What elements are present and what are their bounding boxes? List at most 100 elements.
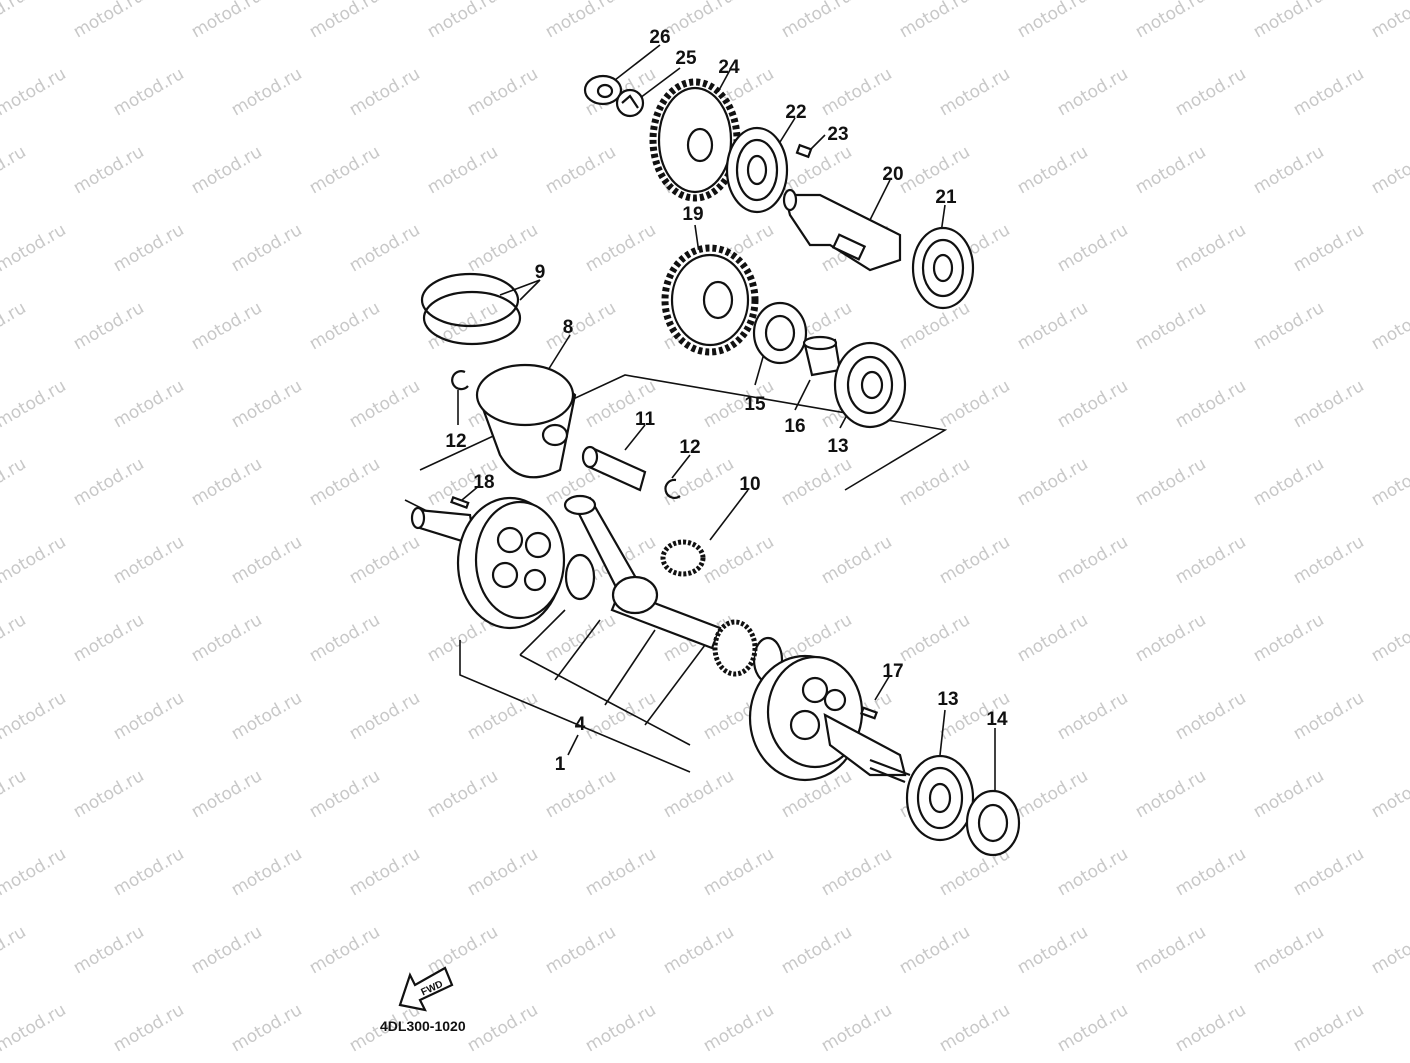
watermark-text: motod.ru (1290, 376, 1368, 432)
watermark-text: motod.ru (188, 610, 266, 666)
watermark-text: motod.ru (582, 844, 660, 900)
part-label-24: 24 (718, 57, 740, 78)
part-label-16: 16 (784, 416, 805, 437)
part-10-needle-bearing (660, 539, 706, 577)
watermark-text: motod.ru (1250, 454, 1328, 510)
watermark-text: motod.ru (110, 64, 188, 120)
watermark-text: motod.ru (1290, 844, 1368, 900)
part-label-8: 8 (563, 317, 574, 338)
part-23-key (795, 143, 813, 159)
part-16-collar (802, 335, 842, 377)
watermark-text: motod.ru (1250, 766, 1328, 822)
part-label-10: 10 (739, 474, 760, 495)
watermark-text: motod.ru (818, 532, 896, 588)
watermark-text: motod.ru (1014, 766, 1092, 822)
watermark-text: motod.ru (700, 532, 778, 588)
watermark-text: motod.ru (110, 532, 188, 588)
watermark-text: motod.ru (1368, 766, 1410, 822)
watermark-text: motod.ru (936, 1000, 1014, 1056)
watermark-text: motod.ru (306, 610, 384, 666)
watermark-text: motod.ru (1132, 922, 1210, 978)
watermark-text: motod.ru (228, 376, 306, 432)
watermark-text: motod.ru (778, 454, 856, 510)
watermark-text: motod.ru (0, 610, 30, 666)
part-label-4: 4 (575, 714, 586, 735)
watermark-text: motod.ru (818, 64, 896, 120)
watermark-text: motod.ru (1014, 298, 1092, 354)
part-19-gear (661, 244, 759, 356)
watermark-text: motod.ru (1054, 376, 1132, 432)
watermark-text: motod.ru (1014, 610, 1092, 666)
part-1-crankshaft-assembly (410, 494, 911, 784)
watermark-text: motod.ru (818, 1000, 896, 1056)
watermark-text: motod.ru (0, 844, 70, 900)
watermark-text: motod.ru (1172, 64, 1250, 120)
part-label-22: 22 (785, 102, 806, 123)
watermark-text: motod.ru (778, 0, 856, 42)
watermark-text: motod.ru (110, 1000, 188, 1056)
watermark-text: motod.ru (542, 922, 620, 978)
watermark-text: motod.ru (1290, 220, 1368, 276)
watermark-text: motod.ru (542, 766, 620, 822)
part-20-balancer-shaft (782, 188, 902, 272)
watermark-text: motod.ru (542, 0, 620, 42)
watermark-text: motod.ru (582, 1000, 660, 1056)
watermark-text: motod.ru (464, 1000, 542, 1056)
watermark-text: motod.ru (70, 454, 148, 510)
watermark-text: motod.ru (424, 0, 502, 42)
watermark-text: motod.ru (464, 688, 542, 744)
watermark-text: motod.ru (70, 610, 148, 666)
part-label-19: 19 (682, 204, 703, 225)
watermark-text: motod.ru (1290, 1000, 1368, 1056)
watermark-text: motod.ru (1014, 0, 1092, 42)
watermark-text: motod.ru (464, 844, 542, 900)
part-label-9: 9 (535, 262, 546, 283)
watermark-text: motod.ru (542, 610, 620, 666)
watermark-text: motod.ru (1172, 532, 1250, 588)
watermark-text: motod.ru (1290, 688, 1368, 744)
diagram-code: 4DL300-1020 (380, 1018, 466, 1034)
watermark-text: motod.ru (936, 64, 1014, 120)
part-label-14: 14 (986, 709, 1008, 730)
watermark-text: motod.ru (110, 688, 188, 744)
watermark-text: motod.ru (306, 766, 384, 822)
watermark-text: motod.ru (660, 0, 738, 42)
part-18-key (450, 495, 470, 509)
part-14-oil-seal (965, 789, 1021, 857)
watermark-text: motod.ru (0, 688, 70, 744)
part-label-21: 21 (935, 187, 957, 208)
watermark-text: motod.ru (660, 454, 738, 510)
part-label-23: 23 (827, 124, 848, 145)
watermark-text: motod.ru (188, 298, 266, 354)
part-24-gear (649, 78, 741, 202)
watermark-text: motod.ru (1014, 142, 1092, 198)
watermark-text: motod.ru (896, 610, 974, 666)
watermark-text: motod.ru (1250, 610, 1328, 666)
watermark-text: motod.ru (1368, 454, 1410, 510)
watermark-text: motod.ru (306, 0, 384, 42)
part-label-13: 13 (827, 436, 848, 457)
watermark-text: motod.ru (228, 1000, 306, 1056)
watermark-text: motod.ru (70, 0, 148, 42)
watermark-text: motod.ru (1172, 1000, 1250, 1056)
watermark-text: motod.ru (818, 844, 896, 900)
bracket-line-4 (644, 644, 706, 726)
watermark-text: motod.ru (346, 844, 424, 900)
assembly-outline-lower (459, 640, 691, 773)
watermark-text: motod.ru (0, 142, 30, 198)
watermark-text: motod.ru (1368, 922, 1410, 978)
part-label-26: 26 (649, 27, 670, 48)
part-12-piston-pin-clip-b (664, 478, 681, 499)
part-label-11: 11 (635, 409, 656, 430)
watermark-text: motod.ru (660, 766, 738, 822)
watermark-text: motod.ru (1172, 220, 1250, 276)
watermark-text: motod.ru (1054, 844, 1132, 900)
watermark-text: motod.ru (1054, 1000, 1132, 1056)
watermark-text: motod.ru (0, 64, 70, 120)
watermark-text: motod.ru (1172, 844, 1250, 900)
watermark-text: motod.ru (228, 220, 306, 276)
part-25-lock-washer (615, 88, 645, 118)
watermark-text: motod.ru (1054, 532, 1132, 588)
watermark-text: motod.ru (188, 922, 266, 978)
